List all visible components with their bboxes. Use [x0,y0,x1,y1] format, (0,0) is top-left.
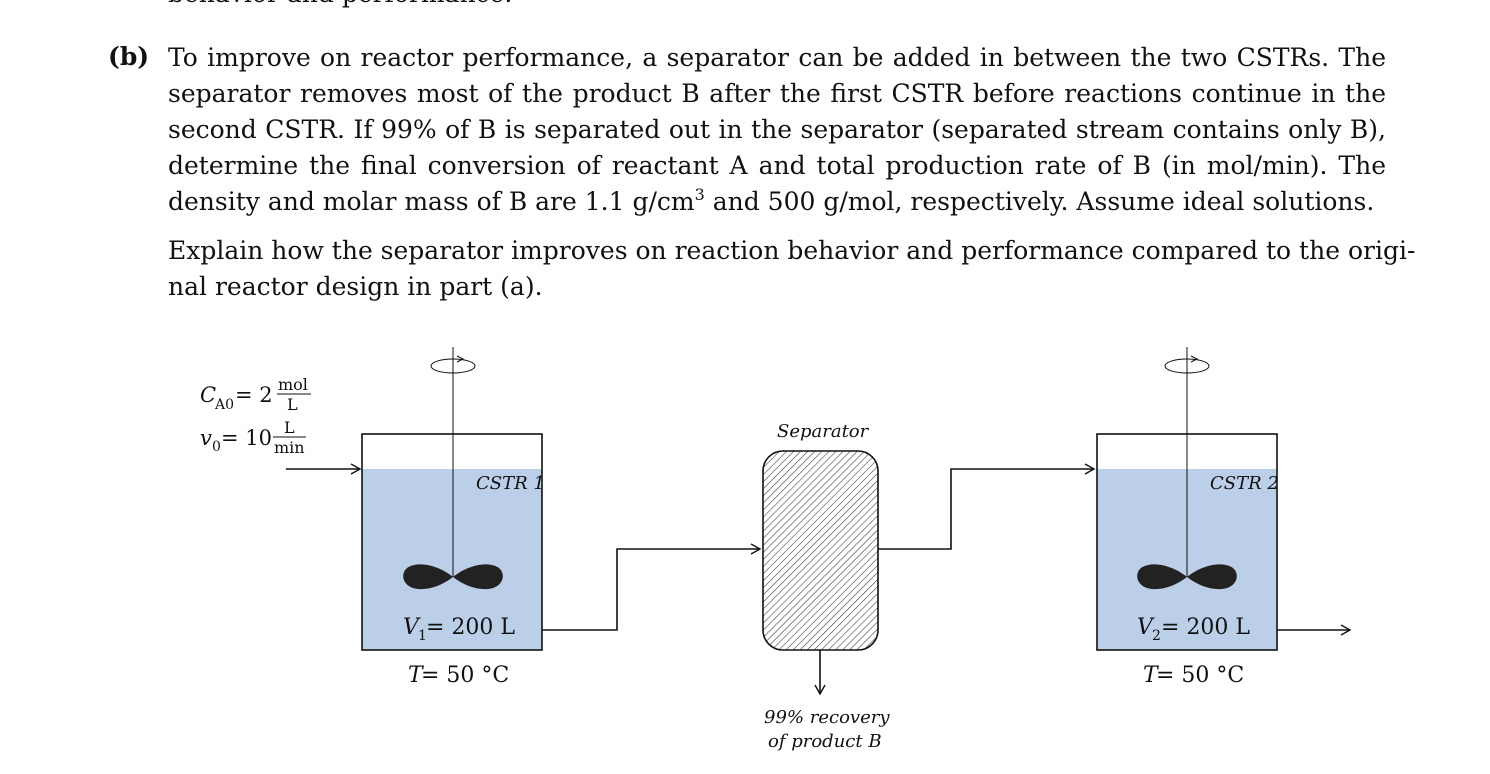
recovery-label-line1: 99% recovery [764,707,890,728]
paragraph-line: To improve on reactor performance, a sep… [168,43,1386,72]
cstr-2-rotation-icon [1164,358,1210,374]
paragraph-line: determine the final conversion of reacta… [168,151,1386,180]
ca0-value: = 2 [235,383,273,407]
v0-unit-numerator: L [284,418,295,437]
t1-symbol: T [408,663,425,688]
v0-subscript: 0 [212,439,221,455]
separator-vessel [762,450,879,651]
density-text: density and molar mass of B are 1.1 g/cm [168,187,695,216]
impeller-blade-icon [1187,564,1237,590]
v0-unit-denominator: min [274,438,305,457]
cstr-1-rotation-icon [430,358,476,374]
paragraph-line: density and molar mass of B are 1.1 g/cm… [168,184,1386,220]
paragraph-line: separator removes most of the product B … [168,79,1386,108]
question-paragraph-2: Explain how the separator improves on re… [168,233,1416,305]
pipe-to-cstr-2 [878,463,1096,550]
cstr-1-liquid [362,469,542,650]
ca0-unit-denominator: L [287,395,298,414]
cstr-1: CSTR 1 V 1 = 200 L T = 50 °C [361,347,545,688]
question-paragraph-1: To improve on reactor performance, a sep… [168,40,1386,220]
feed-concentration-label: C A0 = 2 mol L [200,375,311,414]
molar-mass-text: and 500 g/mol, respectively. Assume idea… [704,187,1375,216]
t2-symbol: T [1143,663,1160,688]
cstr-1-label: CSTR 1 [476,473,545,494]
cstr-2: CSTR 2 V 2 = 200 L T = 50 °C [1096,347,1279,688]
v1-subscript: 1 [418,628,427,644]
ca0-symbol: C [200,383,216,407]
cstr-2-label: CSTR 2 [1210,473,1279,494]
feed-flowrate-label: v 0 = 10 L min [200,418,306,457]
question-label: (b) [108,42,150,71]
rotation-arrow-icon [456,355,465,363]
rotation-arrow-icon [1190,355,1199,363]
paragraph-line: Explain how the separator improves on re… [168,236,1416,265]
recovery-label-line2: of product B [768,731,882,752]
separator: Separator 99% recovery of product B [762,421,890,752]
paragraph-line: second CSTR. If 99% of B is separated ou… [168,115,1386,144]
v1-symbol: V [403,615,421,640]
t1-value: = 50 °C [421,663,509,688]
cut-off-line: behavior and performance. [168,0,512,8]
cstr-1-vessel [361,433,543,651]
impeller-blade-icon [453,564,503,590]
impeller-blade-icon [1137,564,1187,590]
impeller-blade-icon [403,564,453,590]
v1-value: = 200 L [426,615,515,640]
v0-value: = 10 [221,426,272,450]
separator-label: Separator [777,421,870,442]
v2-symbol: V [1137,615,1155,640]
paragraph-line: nal reactor design in part (a). [168,272,543,301]
cube-exponent: 3 [694,185,705,204]
ca0-unit-numerator: mol [278,375,308,394]
t2-value: = 50 °C [1156,663,1244,688]
pipe-to-separator [542,543,762,631]
v2-subscript: 2 [1152,628,1161,644]
ca0-subscript: A0 [214,397,234,413]
v0-symbol: v [200,426,212,450]
v2-value: = 200 L [1161,615,1250,640]
